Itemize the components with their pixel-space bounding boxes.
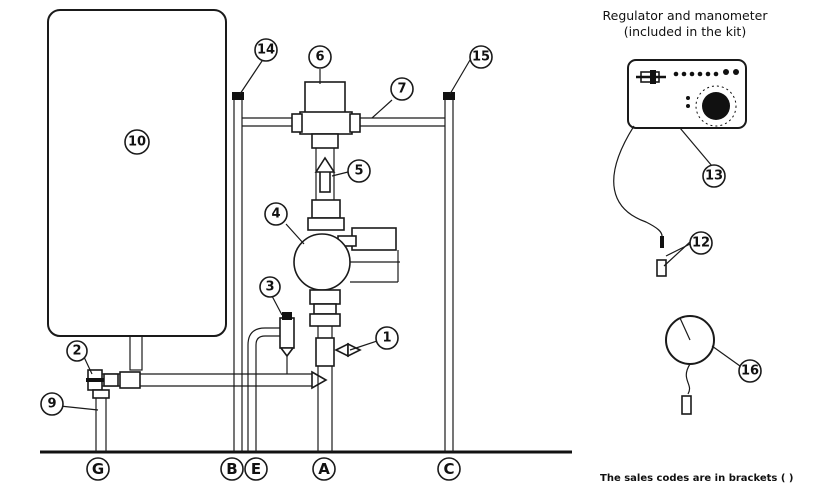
callout-6: 6 [308,45,332,69]
callout-15-label: 15 [472,50,490,65]
connection-c: C [437,457,461,481]
mixing-valve [291,81,361,149]
pipe-g [92,389,110,452]
fill-tap [315,337,362,367]
kit-title-line1: Regulator and manometer [602,8,768,23]
connection-b: B [220,457,244,481]
pipe-c [443,92,455,452]
connection-b-label: B [226,460,237,478]
callout-6-label: 6 [315,50,324,65]
callout-10-label: 10 [128,135,146,150]
connection-e-label: E [251,460,261,478]
callout-2: 2 [66,340,88,362]
callout-12: 12 [689,231,713,255]
callout-7: 7 [390,77,414,101]
callout-4: 4 [264,202,288,226]
callout-5-label: 5 [354,164,363,179]
connection-g: G [86,457,110,481]
callout-9: 9 [40,392,64,416]
callout-7-label: 7 [397,82,406,97]
callout-12-label: 12 [692,236,710,251]
callout-3: 3 [259,276,281,298]
leader-lines [59,57,741,411]
callout-14-label: 14 [257,43,275,58]
callout-4-label: 4 [271,207,280,222]
manometer [665,315,715,415]
connection-e: E [244,457,268,481]
sensor-probe [613,125,667,277]
callout-5: 5 [347,159,371,183]
connection-a-label: A [318,460,330,478]
circulation-pump [293,199,400,327]
callout-1-label: 1 [382,331,391,346]
callout-10: 10 [124,129,150,155]
drain-valve [86,369,141,391]
callout-9-label: 9 [47,397,56,412]
storage-tank [47,9,227,337]
callout-1: 1 [375,326,399,350]
callout-16-label: 16 [741,364,759,379]
flow-arrow [314,156,336,193]
callout-15: 15 [469,45,493,69]
kit-title: Regulator and manometer (included in the… [585,8,785,40]
connection-c-label: C [443,460,454,478]
sales-code-footnote: The sales codes are in brackets ( ) [600,473,794,484]
pipe-b [232,92,244,452]
callout-2-label: 2 [72,344,81,359]
tank-outlet-stub [129,335,143,371]
connection-g-label: G [92,460,104,478]
callout-3-label: 3 [265,280,274,295]
pipe-e [247,327,285,452]
kit-title-line2: (included in the kit) [623,24,747,39]
safety-valve [279,312,295,374]
callout-14: 14 [254,38,278,62]
connection-a: A [312,457,336,481]
callout-13: 13 [702,164,726,188]
callout-16: 16 [738,359,762,383]
callout-13-label: 13 [705,169,723,184]
regulator [627,59,747,129]
